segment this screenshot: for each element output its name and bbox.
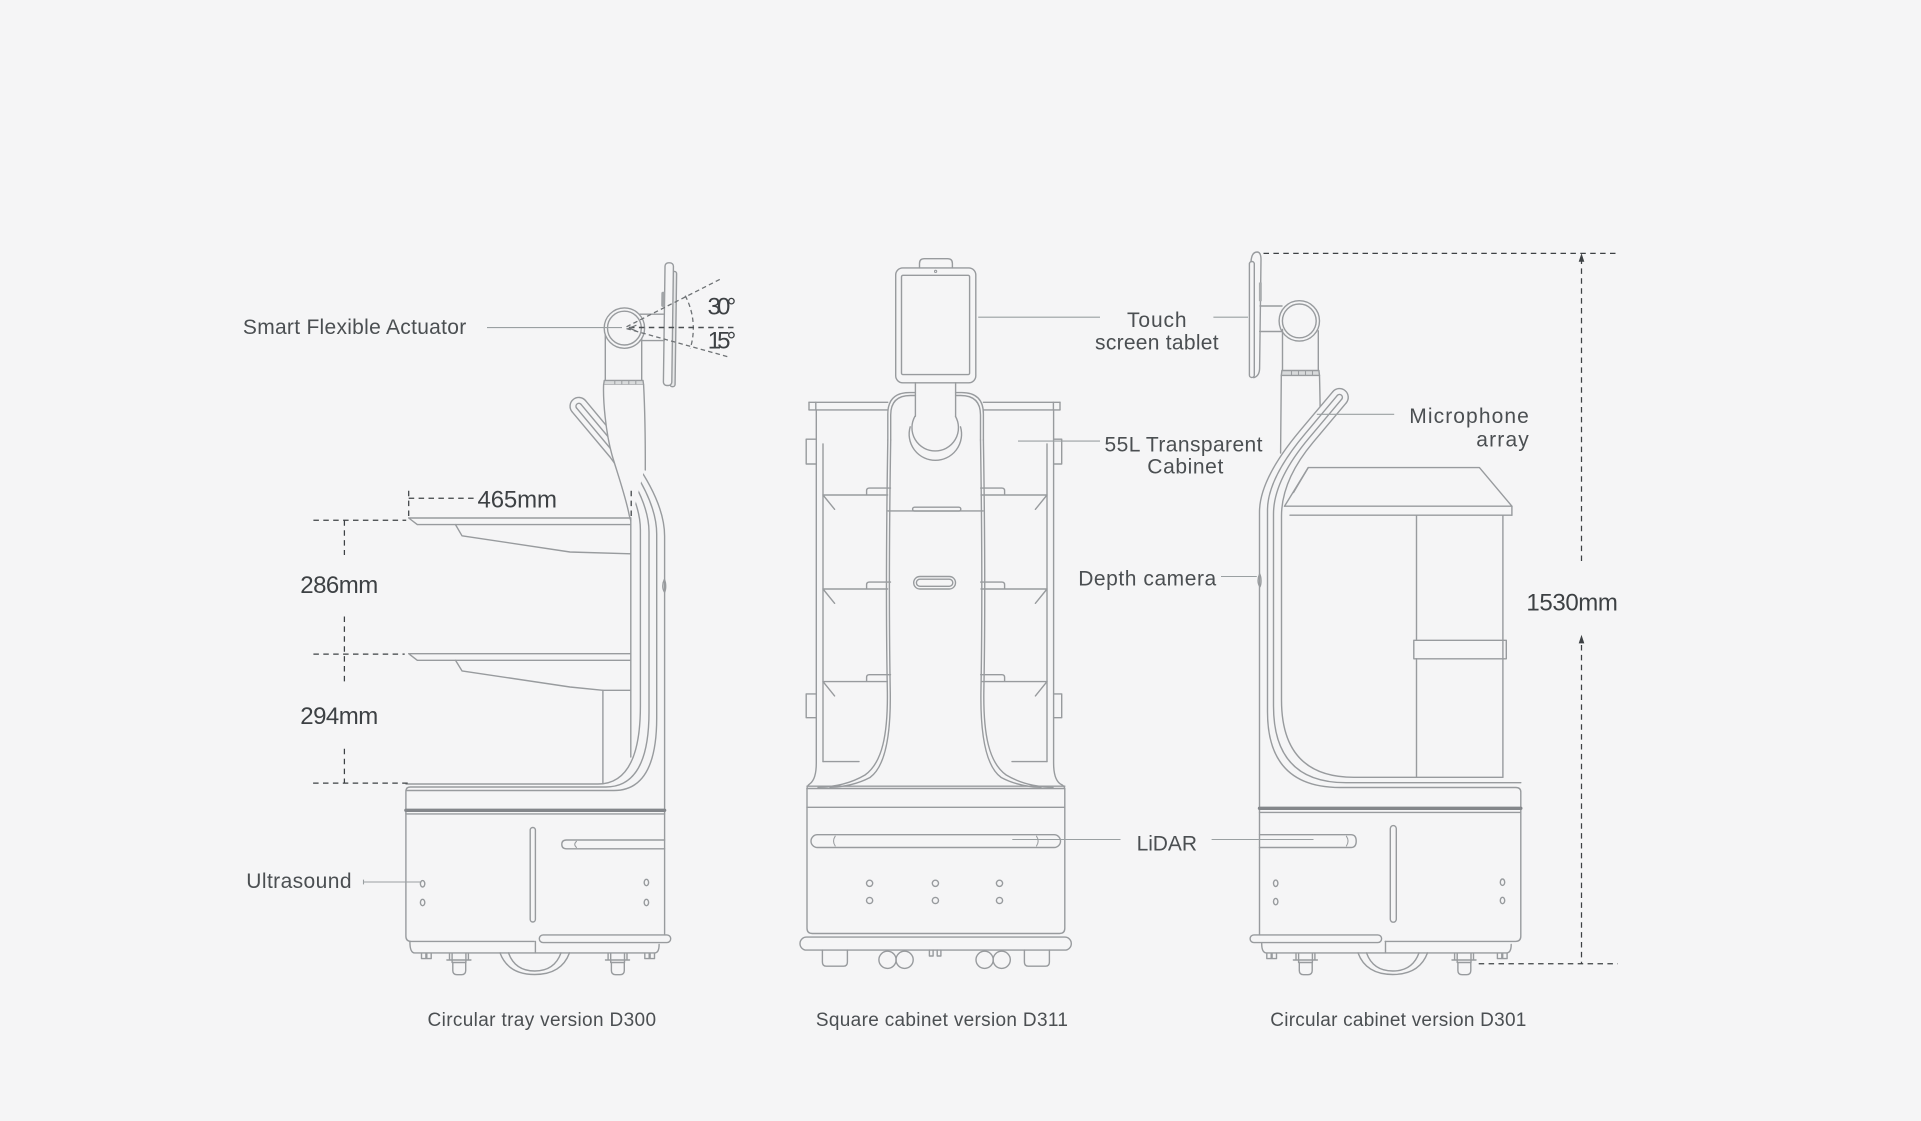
svg-text:15°: 15°: [708, 327, 737, 354]
svg-text:Microphone: Microphone: [1409, 405, 1529, 428]
svg-text:Circular tray version D300: Circular tray version D300: [428, 1010, 657, 1031]
svg-text:screen tablet: screen tablet: [1095, 332, 1219, 355]
svg-text:Square cabinet version D311: Square cabinet version D311: [816, 1010, 1068, 1031]
svg-text:465mm: 465mm: [478, 487, 558, 514]
svg-text:Touch: Touch: [1127, 309, 1187, 332]
svg-text:Circular cabinet version D301: Circular cabinet version D301: [1270, 1010, 1526, 1031]
svg-text:Smart Flexible Actuator: Smart Flexible Actuator: [243, 316, 466, 339]
svg-text:294mm: 294mm: [300, 703, 378, 730]
svg-text:286mm: 286mm: [300, 572, 378, 599]
svg-text:Cabinet: Cabinet: [1147, 456, 1223, 479]
svg-text:55L Transparent: 55L Transparent: [1105, 434, 1263, 457]
svg-text:LiDAR: LiDAR: [1137, 833, 1197, 856]
svg-text:Ultrasound: Ultrasound: [246, 870, 351, 893]
svg-text:1530mm: 1530mm: [1526, 590, 1618, 617]
svg-text:30°: 30°: [708, 293, 737, 320]
svg-text:Depth camera: Depth camera: [1078, 568, 1216, 591]
svg-text:array: array: [1476, 429, 1529, 452]
